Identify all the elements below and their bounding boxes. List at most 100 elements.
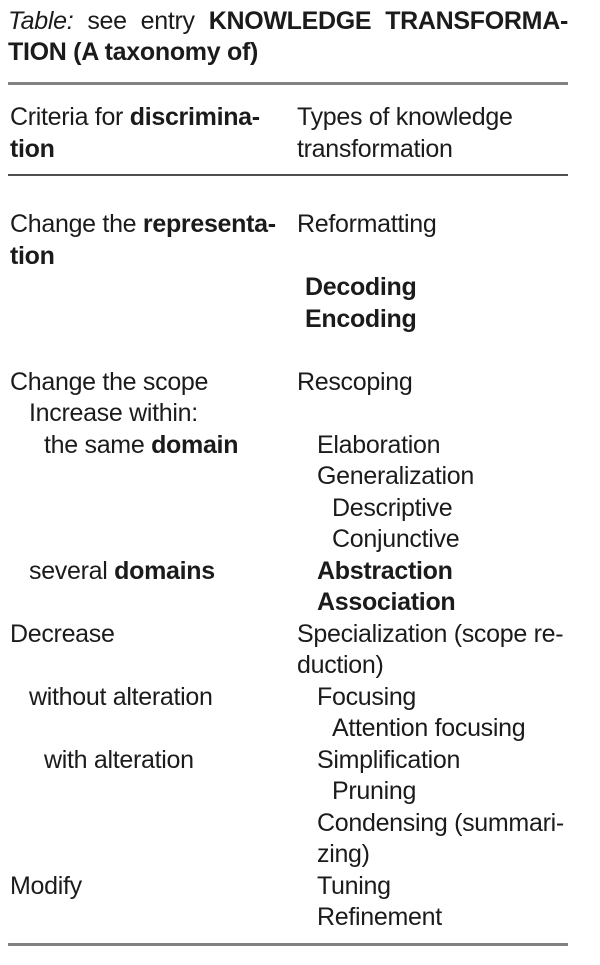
criteria-cell: tion [8,241,297,273]
table-line: Increase within: [8,398,568,430]
criteria-cell [8,272,297,304]
criteria-header-cell: Criteria for discrimina- [8,102,297,134]
text-segment: Conjunctive [332,525,460,553]
type-cell: duction) [297,650,568,682]
table-line: Encoding [8,304,568,336]
horizontal-rule-bottom [8,942,568,946]
criteria-cell [8,839,297,871]
type-cell: Simplification [297,745,568,777]
type-cell [297,335,568,367]
text-segment: Elaboration [317,430,441,459]
criteria-cell [8,524,297,556]
text-segment: Decoding [305,273,417,301]
type-cell: Refinement [297,902,568,934]
table-line: Decrease Specialization (scope re- [8,619,568,651]
text-segment: Descriptive [332,493,453,522]
type-cell: Association [297,587,568,619]
text-segment: several [29,556,115,585]
table-title: Table: see entry KNOWLEDGE TRANSFORMA- T… [8,6,568,68]
text-segment: tion [10,134,55,163]
title-line-2: TION (A taxonomy of) [8,37,568,68]
text-segment: zing) [317,840,370,868]
criteria-cell: Decrease [8,619,297,651]
text-segment: Focusing [317,682,417,711]
text-segment: domains [114,556,215,585]
text-segment: without alteration [29,682,213,711]
table-line: with alteration Simplification [8,745,568,777]
text-segment: Specialization (scope re- [297,619,564,648]
table-line: zing) [8,839,568,871]
criteria-cell [8,587,297,619]
text-segment: Pruning [332,777,417,805]
types-header-cell: transformation [297,134,568,166]
criteria-cell: Change the scope [8,367,297,399]
type-cell: Attention focusing [297,713,568,745]
text-segment: Refinement [317,903,442,931]
type-cell: Elaboration [297,430,568,462]
text-segment: Change the [10,210,143,238]
table-line: Generalization [8,461,568,493]
table-line: Refinement [8,902,568,934]
criteria-cell [8,808,297,840]
text-segment: with alteration [44,745,194,774]
table-line: Attention focusing [8,713,568,745]
type-cell: Decoding [297,272,568,304]
text-segment: Encoding [305,304,417,333]
criteria-cell [8,335,297,367]
table-line: the same domain Elaboration [8,430,568,462]
text-segment: Reformatting [297,210,437,238]
criteria-cell [8,304,297,336]
text-segment: Decrease [10,619,115,648]
type-cell: Pruning [297,776,568,808]
type-cell: Encoding [297,304,568,336]
criteria-cell: Modify [8,871,297,903]
type-cell: Focusing [297,682,568,714]
text-segment: KNOWLEDGE TRANSFORMA- [208,7,568,35]
table-header: Criteria for discrimina- Types of knowle… [8,102,568,165]
text-segment: Types of knowledge [297,103,513,131]
criteria-cell [8,713,297,745]
criteria-cell [8,493,297,525]
text-segment: Simplification [317,745,461,774]
criteria-cell: several domains [8,556,297,588]
horizontal-rule-middle [8,174,568,176]
text-segment: domain [151,430,239,459]
table-line: Conjunctive [8,524,568,556]
text-segment: tion [10,241,55,270]
text-segment: Modify [10,871,82,900]
title-line-1: Table: see entry KNOWLEDGE TRANSFORMA- [8,6,568,37]
table-line: Pruning [8,776,568,808]
type-cell: Conjunctive [297,524,568,556]
criteria-header-cell: tion [8,134,297,166]
criteria-cell [8,902,297,934]
table-line: several domains Abstraction [8,556,568,588]
type-cell: Generalization [297,461,568,493]
criteria-cell [8,461,297,493]
text-segment: Table: [8,7,74,35]
text-segment: Association [317,588,456,616]
text-segment: the same [44,430,152,459]
criteria-cell: Change the representa- [8,209,297,241]
text-segment: discrimina- [129,103,260,131]
text-segment: Generalization [317,462,475,490]
criteria-cell [8,650,297,682]
type-cell: Specialization (scope re- [297,619,568,651]
type-cell: Descriptive [297,493,568,525]
text-segment: Abstraction [317,556,453,585]
text-segment: transformation [297,134,453,163]
types-header-cell: Types of knowledge [297,102,568,134]
type-cell [297,241,568,273]
text-segment: Attention focusing [332,714,526,742]
table-line: Change the representa-Reformatting [8,209,568,241]
text-segment: Increase within: [29,399,198,427]
criteria-cell: with alteration [8,745,297,777]
table-line: Association [8,587,568,619]
criteria-cell [8,776,297,808]
type-cell: zing) [297,839,568,871]
table-line: Condensing (summari- [8,808,568,840]
criteria-cell: without alteration [8,682,297,714]
type-cell: Rescoping [297,367,568,399]
